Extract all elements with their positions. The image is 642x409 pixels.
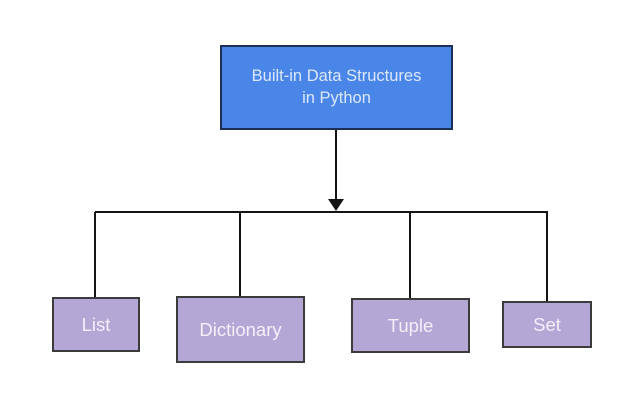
child-node-list: List [52,297,140,352]
child-node-list-label: List [81,313,111,335]
root-node-label: Built-in Data Structures in Python [251,66,422,107]
child-node-dictionary: Dictionary [176,296,305,363]
child-node-tuple-label: Tuple [387,314,434,336]
connector-drop-list [94,212,96,297]
child-node-set-label: Set [533,313,561,335]
child-node-dictionary-label: Dictionary [199,318,282,340]
connector-drop-tuple [409,212,411,298]
connector-drop-dictionary [239,212,241,296]
connector-root-stem [335,130,337,202]
connector-horizontal-branch [95,211,548,213]
child-node-set: Set [502,301,592,348]
arrowhead-down-icon [328,199,344,211]
connector-drop-set [546,212,548,301]
child-node-tuple: Tuple [351,298,470,353]
root-node-builtin-data-structures: Built-in Data Structures in Python [220,45,453,130]
